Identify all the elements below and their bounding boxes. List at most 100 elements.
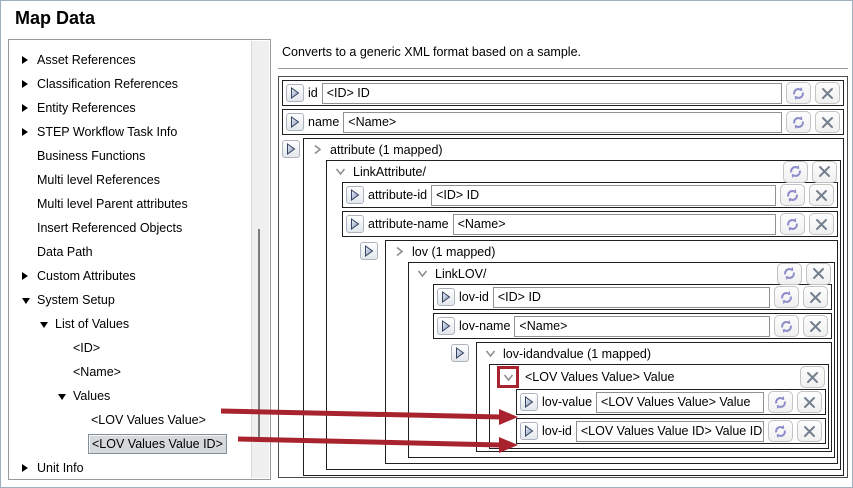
play-icon — [351, 218, 360, 230]
play-button[interactable] — [451, 344, 469, 362]
play-button[interactable] — [437, 317, 455, 335]
delete-button[interactable] — [815, 111, 840, 133]
close-icon — [816, 218, 827, 230]
sidebar-item-data-path[interactable]: Data Path — [9, 240, 251, 264]
sidebar-item-entity-references[interactable]: Entity References — [9, 96, 251, 120]
group-header-lov: lov (1 mapped) — [386, 241, 835, 262]
triangle-down-icon[interactable] — [22, 296, 34, 304]
play-button[interactable] — [437, 288, 455, 306]
play-button[interactable] — [520, 393, 538, 411]
delete-button[interactable] — [797, 391, 822, 413]
sidebar-item-step-workflow-task-info[interactable]: STEP Workflow Task Info — [9, 120, 251, 144]
sidebar-item-lov-values-value-id[interactable]: <LOV Values Value ID> — [9, 432, 251, 456]
chevron-down-icon-highlighted[interactable] — [497, 366, 519, 388]
sidebar-item-multi-level-references[interactable]: Multi level References — [9, 168, 251, 192]
delete-button[interactable] — [809, 184, 834, 206]
transform-button[interactable] — [777, 262, 802, 285]
play-button[interactable] — [360, 242, 378, 260]
delete-button[interactable] — [812, 160, 837, 183]
triangle-right-icon[interactable] — [22, 104, 34, 112]
format-description: Converts to a generic XML format based o… — [282, 45, 581, 59]
sidebar-item-system-setup[interactable]: System Setup — [9, 288, 251, 312]
triangle-right-icon[interactable] — [22, 56, 34, 64]
triangle-down-icon[interactable] — [58, 392, 70, 400]
close-icon — [810, 320, 821, 332]
delete-button[interactable] — [803, 315, 828, 337]
row-label: lov-id — [542, 424, 572, 438]
play-button[interactable] — [286, 113, 304, 131]
sidebar-scrollbar-thumb[interactable] — [258, 229, 260, 439]
mapping-value-field[interactable]: <ID> ID — [431, 184, 776, 206]
transform-button[interactable] — [774, 315, 799, 337]
triangle-down-icon[interactable] — [40, 320, 52, 328]
field-value: <ID> ID — [326, 86, 370, 100]
chevron-down-icon[interactable] — [415, 267, 429, 281]
triangle-right-icon[interactable] — [22, 80, 34, 88]
tree-item-label: Asset References — [37, 53, 136, 67]
chevron-right-icon[interactable] — [310, 143, 324, 157]
sidebar-item-insert-referenced-objects[interactable]: Insert Referenced Objects — [9, 216, 251, 240]
transform-button[interactable] — [783, 160, 808, 183]
play-button[interactable] — [520, 422, 538, 440]
sidebar-item-asset-references[interactable]: Asset References — [9, 48, 251, 72]
chevron-right-icon[interactable] — [392, 245, 406, 259]
play-icon — [442, 320, 451, 332]
sidebar-item-name[interactable]: <Name> — [9, 360, 251, 384]
mapping-value-field[interactable]: <Name> — [514, 315, 770, 337]
mapping-value-field[interactable]: <Name> — [343, 111, 782, 133]
delete-button[interactable] — [797, 420, 822, 442]
chevron-down-icon[interactable] — [483, 347, 497, 361]
triangle-right-icon[interactable] — [22, 464, 34, 472]
sidebar-item-custom-attributes[interactable]: Custom Attributes — [9, 264, 251, 288]
element-title: LinkLOV/ — [435, 266, 487, 281]
transform-button[interactable] — [780, 184, 805, 206]
mapping-value-field[interactable]: <LOV Values Value ID> Value ID — [575, 420, 764, 442]
sidebar-item-unit-info[interactable]: Unit Info — [9, 456, 251, 479]
sidebar-item-id[interactable]: <ID> — [9, 336, 251, 360]
play-icon — [287, 143, 296, 155]
sidebar-item-business-functions[interactable]: Business Functions — [9, 144, 251, 168]
transform-button[interactable] — [768, 420, 793, 442]
tree-item-label: Values — [73, 389, 111, 403]
transform-icon — [781, 319, 792, 333]
field-value: <ID> ID — [436, 188, 480, 202]
element-box-linkattribute: LinkAttribute/ attribute-id <I — [326, 160, 841, 470]
header-buttons — [783, 160, 838, 183]
element-header-linkattribute: LinkAttribute/ — [327, 160, 838, 183]
chevron-down-icon[interactable] — [333, 165, 347, 179]
close-icon — [819, 166, 830, 177]
delete-button[interactable] — [803, 286, 828, 308]
triangle-right-icon[interactable] — [22, 272, 34, 280]
transform-button[interactable] — [786, 111, 811, 133]
row-label: id — [308, 86, 318, 100]
triangle-right-icon[interactable] — [22, 128, 34, 136]
mapping-value-field[interactable]: <Name> — [452, 213, 776, 235]
transform-button[interactable] — [768, 391, 793, 413]
play-icon — [365, 245, 374, 257]
mapping-value-field[interactable]: <LOV Values Value> Value — [596, 391, 764, 413]
delete-button[interactable] — [815, 82, 840, 104]
group-box-lov-idandvalue: lov-idandvalue (1 mapped) — [476, 342, 832, 452]
transform-button[interactable] — [774, 286, 799, 308]
transform-button[interactable] — [786, 82, 811, 104]
play-button[interactable] — [282, 140, 300, 158]
element-box-linklov: LinkLOV/ — [408, 262, 835, 458]
play-icon — [351, 189, 360, 201]
play-button[interactable] — [346, 215, 364, 233]
play-column — [451, 342, 476, 452]
mapping-value-field[interactable]: <ID> ID — [492, 286, 770, 308]
play-button[interactable] — [346, 186, 364, 204]
group-title: attribute (1 mapped) — [330, 142, 443, 157]
delete-button[interactable] — [809, 213, 834, 235]
play-button[interactable] — [286, 84, 304, 102]
sidebar-item-multi-level-parent-attributes[interactable]: Multi level Parent attributes — [9, 192, 251, 216]
sidebar-item-list-of-values[interactable]: List of Values — [9, 312, 251, 336]
transform-button[interactable] — [780, 213, 805, 235]
mapping-value-field[interactable]: <ID> ID — [321, 82, 782, 104]
delete-button[interactable] — [800, 366, 825, 388]
sidebar-item-classification-references[interactable]: Classification References — [9, 72, 251, 96]
sidebar-item-lov-values-value[interactable]: <LOV Values Value> — [9, 408, 251, 432]
sidebar-item-values[interactable]: Values — [9, 384, 251, 408]
delete-button[interactable] — [806, 262, 831, 285]
sidebar-scrollbar-track[interactable] — [251, 41, 269, 478]
